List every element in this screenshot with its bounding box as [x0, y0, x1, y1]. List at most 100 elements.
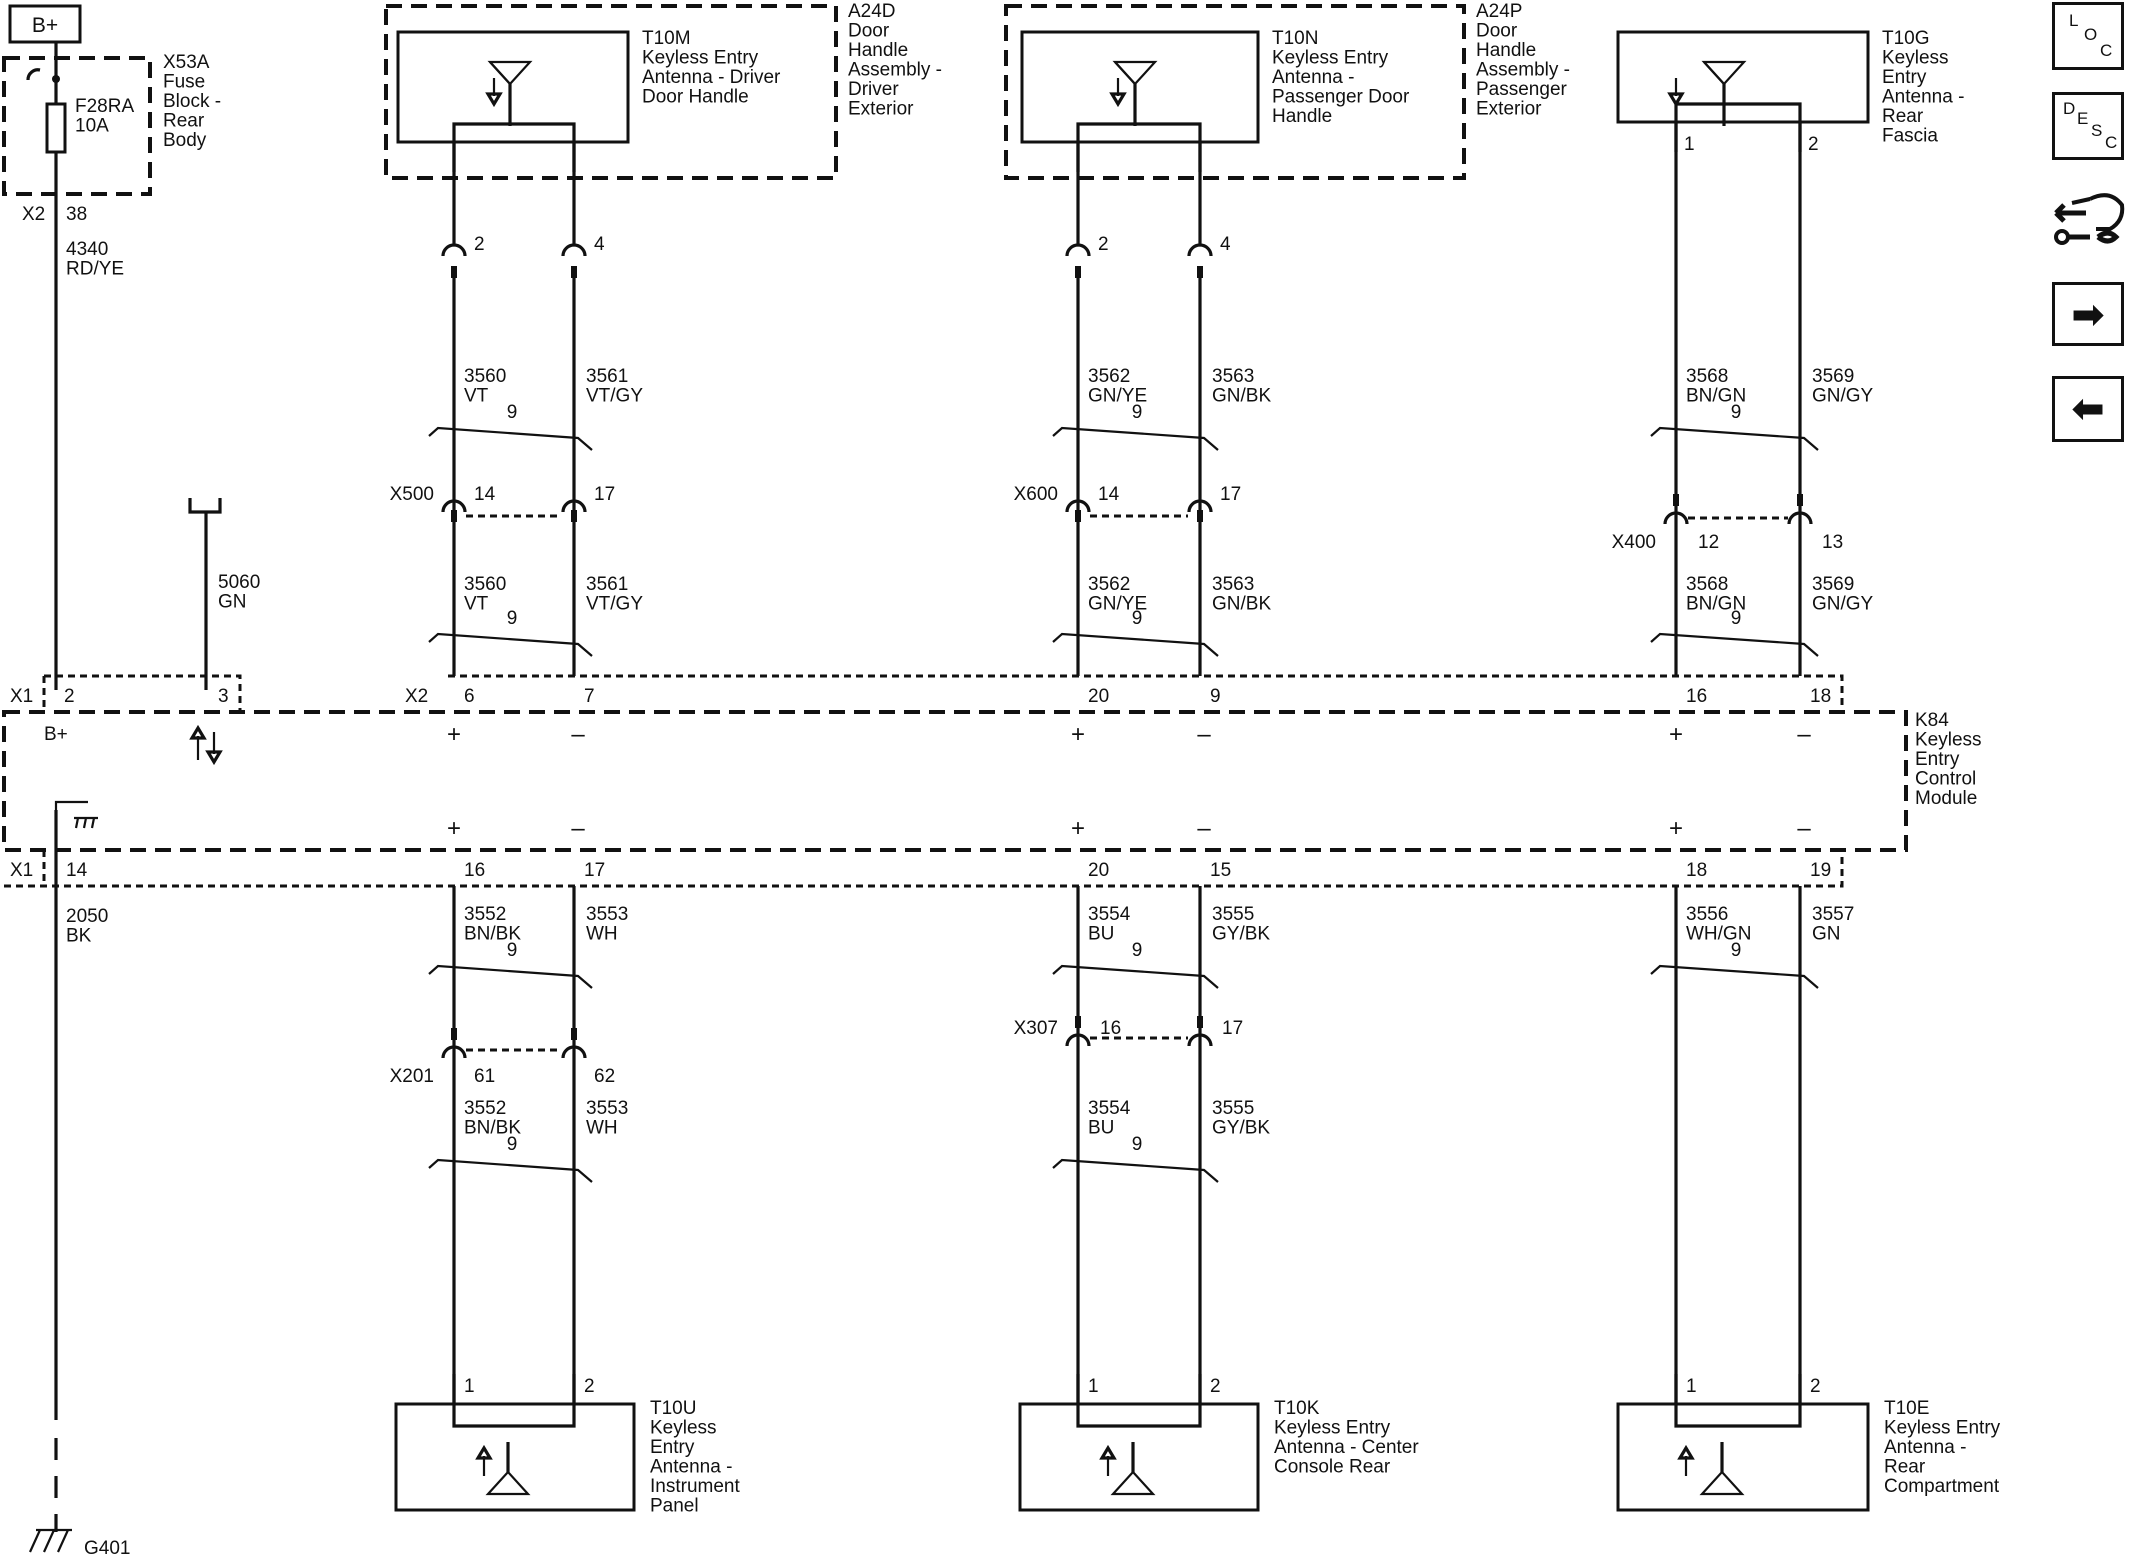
assembly-label: Exterior	[1476, 99, 1542, 120]
b-plus-label: B+	[32, 14, 58, 37]
twist-count-label: 9	[507, 940, 518, 961]
twist-count-label: 9	[1132, 1134, 1143, 1155]
x1-top-connector	[42, 674, 242, 712]
antenna-icon	[1110, 1470, 1156, 1496]
module-plus-sign: +	[1669, 815, 1683, 842]
antenna-pin-label: 2	[474, 234, 485, 255]
wire-label: BN/BK	[464, 924, 521, 945]
wire-label: 3569	[1812, 366, 1854, 387]
module-k84-label: Module	[1915, 788, 1977, 809]
wire-label: 3561	[586, 574, 628, 595]
wire-label: 3552	[464, 1098, 506, 1119]
signal-arrow-icon	[475, 1444, 493, 1460]
twisted-pair-marker	[1650, 964, 1819, 989]
twisted-pair-marker	[428, 426, 593, 451]
wire-label: 3562	[1088, 574, 1130, 595]
antenna-pin-label: 1	[1686, 1376, 1697, 1397]
antenna-pin-label: 1	[1684, 134, 1695, 155]
connector-pin	[451, 510, 457, 522]
wire-label: 3553	[586, 1098, 628, 1119]
twisted-pair-marker	[1052, 426, 1219, 451]
wire-label: BN/GN	[1686, 594, 1746, 615]
wire-label: GN/GY	[1812, 386, 1874, 407]
antenna-loop	[1674, 1404, 1802, 1428]
wire-label: 3562	[1088, 366, 1130, 387]
connector-pin	[1197, 1016, 1203, 1028]
antenna-icon	[1114, 61, 1136, 85]
description-button[interactable]: D E S C	[2052, 92, 2124, 160]
signal-arrow-icon	[1109, 92, 1127, 108]
module-k84-label: K84	[1915, 710, 1949, 731]
module-minus-sign: –	[1797, 815, 1811, 842]
wire-label: 3554	[1088, 1098, 1131, 1119]
antenna-label: Entry	[650, 1437, 695, 1458]
module-plus-sign: +	[447, 721, 461, 748]
wire-label-5060: GN	[218, 592, 247, 613]
x2-label-top: X2	[405, 686, 428, 707]
data-comm-link: Communication	[206, 0, 338, 5]
antenna-label: T10K	[1274, 1398, 1320, 1419]
wire-label-2050: BK	[66, 926, 92, 947]
antenna-icon	[1701, 60, 1747, 86]
wire-label: GN	[1812, 924, 1841, 945]
desc-letter-d: D	[2063, 99, 2076, 118]
previous-page-button[interactable]: ⬅	[2052, 376, 2124, 442]
assembly-label: Assembly -	[848, 60, 942, 81]
module-top-pin: 7	[584, 686, 595, 707]
module-bplus-pin-label: B+	[44, 724, 68, 745]
antenna-icon	[1112, 60, 1158, 86]
signal-arrow-icon	[1677, 1444, 1695, 1460]
antenna-module-box	[394, 1402, 636, 1512]
antenna-assembly-outline	[1004, 4, 1466, 180]
antenna-module-box	[1018, 1402, 1260, 1512]
hand-wrench-icon	[2054, 193, 2125, 245]
wire-label: BN/BK	[464, 1118, 521, 1139]
module-k84-label: Control	[1915, 769, 1976, 790]
connector-terminal	[1187, 1033, 1213, 1047]
twist-count-label: 9	[1731, 608, 1742, 629]
antenna-label: Keyless Entry	[1884, 1418, 2001, 1439]
wire-label: GN/BK	[1212, 594, 1271, 615]
inline-pin-label: 14	[1098, 484, 1120, 505]
antenna-loop	[1076, 122, 1202, 172]
antenna-loop	[1076, 1404, 1202, 1428]
serial-data-arrow	[205, 750, 223, 766]
data-comm-bracket	[188, 498, 222, 514]
antenna-label: Keyless	[650, 1418, 717, 1439]
antenna-pin-label: 4	[1220, 234, 1231, 255]
next-page-button[interactable]: ➡	[2052, 282, 2124, 346]
wire-label: BN/GN	[1686, 386, 1746, 407]
wire-label: 3557	[1812, 904, 1854, 925]
wire-label: 3563	[1212, 366, 1254, 387]
wire-label: WH	[586, 924, 618, 945]
connector-terminal	[561, 1045, 587, 1059]
location-button[interactable]: L O C	[2052, 2, 2124, 70]
module-plus-sign: +	[1669, 721, 1683, 748]
wire-label-4340: 4340	[66, 239, 108, 260]
connector-repair-button[interactable]	[2050, 185, 2130, 265]
antenna-icon	[485, 1470, 531, 1496]
antenna-label: Door Handle	[642, 87, 749, 108]
connector-terminal	[441, 499, 467, 513]
antenna-label: Antenna - Driver	[642, 67, 781, 88]
connector-pin	[1197, 266, 1203, 278]
module-top-pin: 6	[464, 686, 475, 707]
antenna-pin-label: 2	[1808, 134, 1819, 155]
inline-connector-label: X600	[1014, 484, 1058, 505]
wire-label-5060: 5060	[218, 572, 260, 593]
connector-pin	[1197, 510, 1203, 522]
wire-label: 3556	[1686, 904, 1728, 925]
antenna-module-box	[1020, 30, 1260, 144]
module-bottom-pin: 17	[584, 860, 605, 881]
module-k84-outline	[2, 710, 1908, 852]
connector-terminal	[1065, 499, 1091, 513]
splice-dot	[52, 75, 60, 83]
connector-terminal	[1663, 511, 1689, 525]
x2-top-connector	[448, 674, 1844, 712]
twist-count-label: 9	[507, 1134, 518, 1155]
module-bottom-pin: 19	[1810, 860, 1831, 881]
antenna-label: Rear	[1884, 1457, 1926, 1478]
connector-terminal	[561, 243, 587, 257]
inline-connector-label: X201	[390, 1066, 434, 1087]
wire-label: GN/BK	[1212, 386, 1271, 407]
